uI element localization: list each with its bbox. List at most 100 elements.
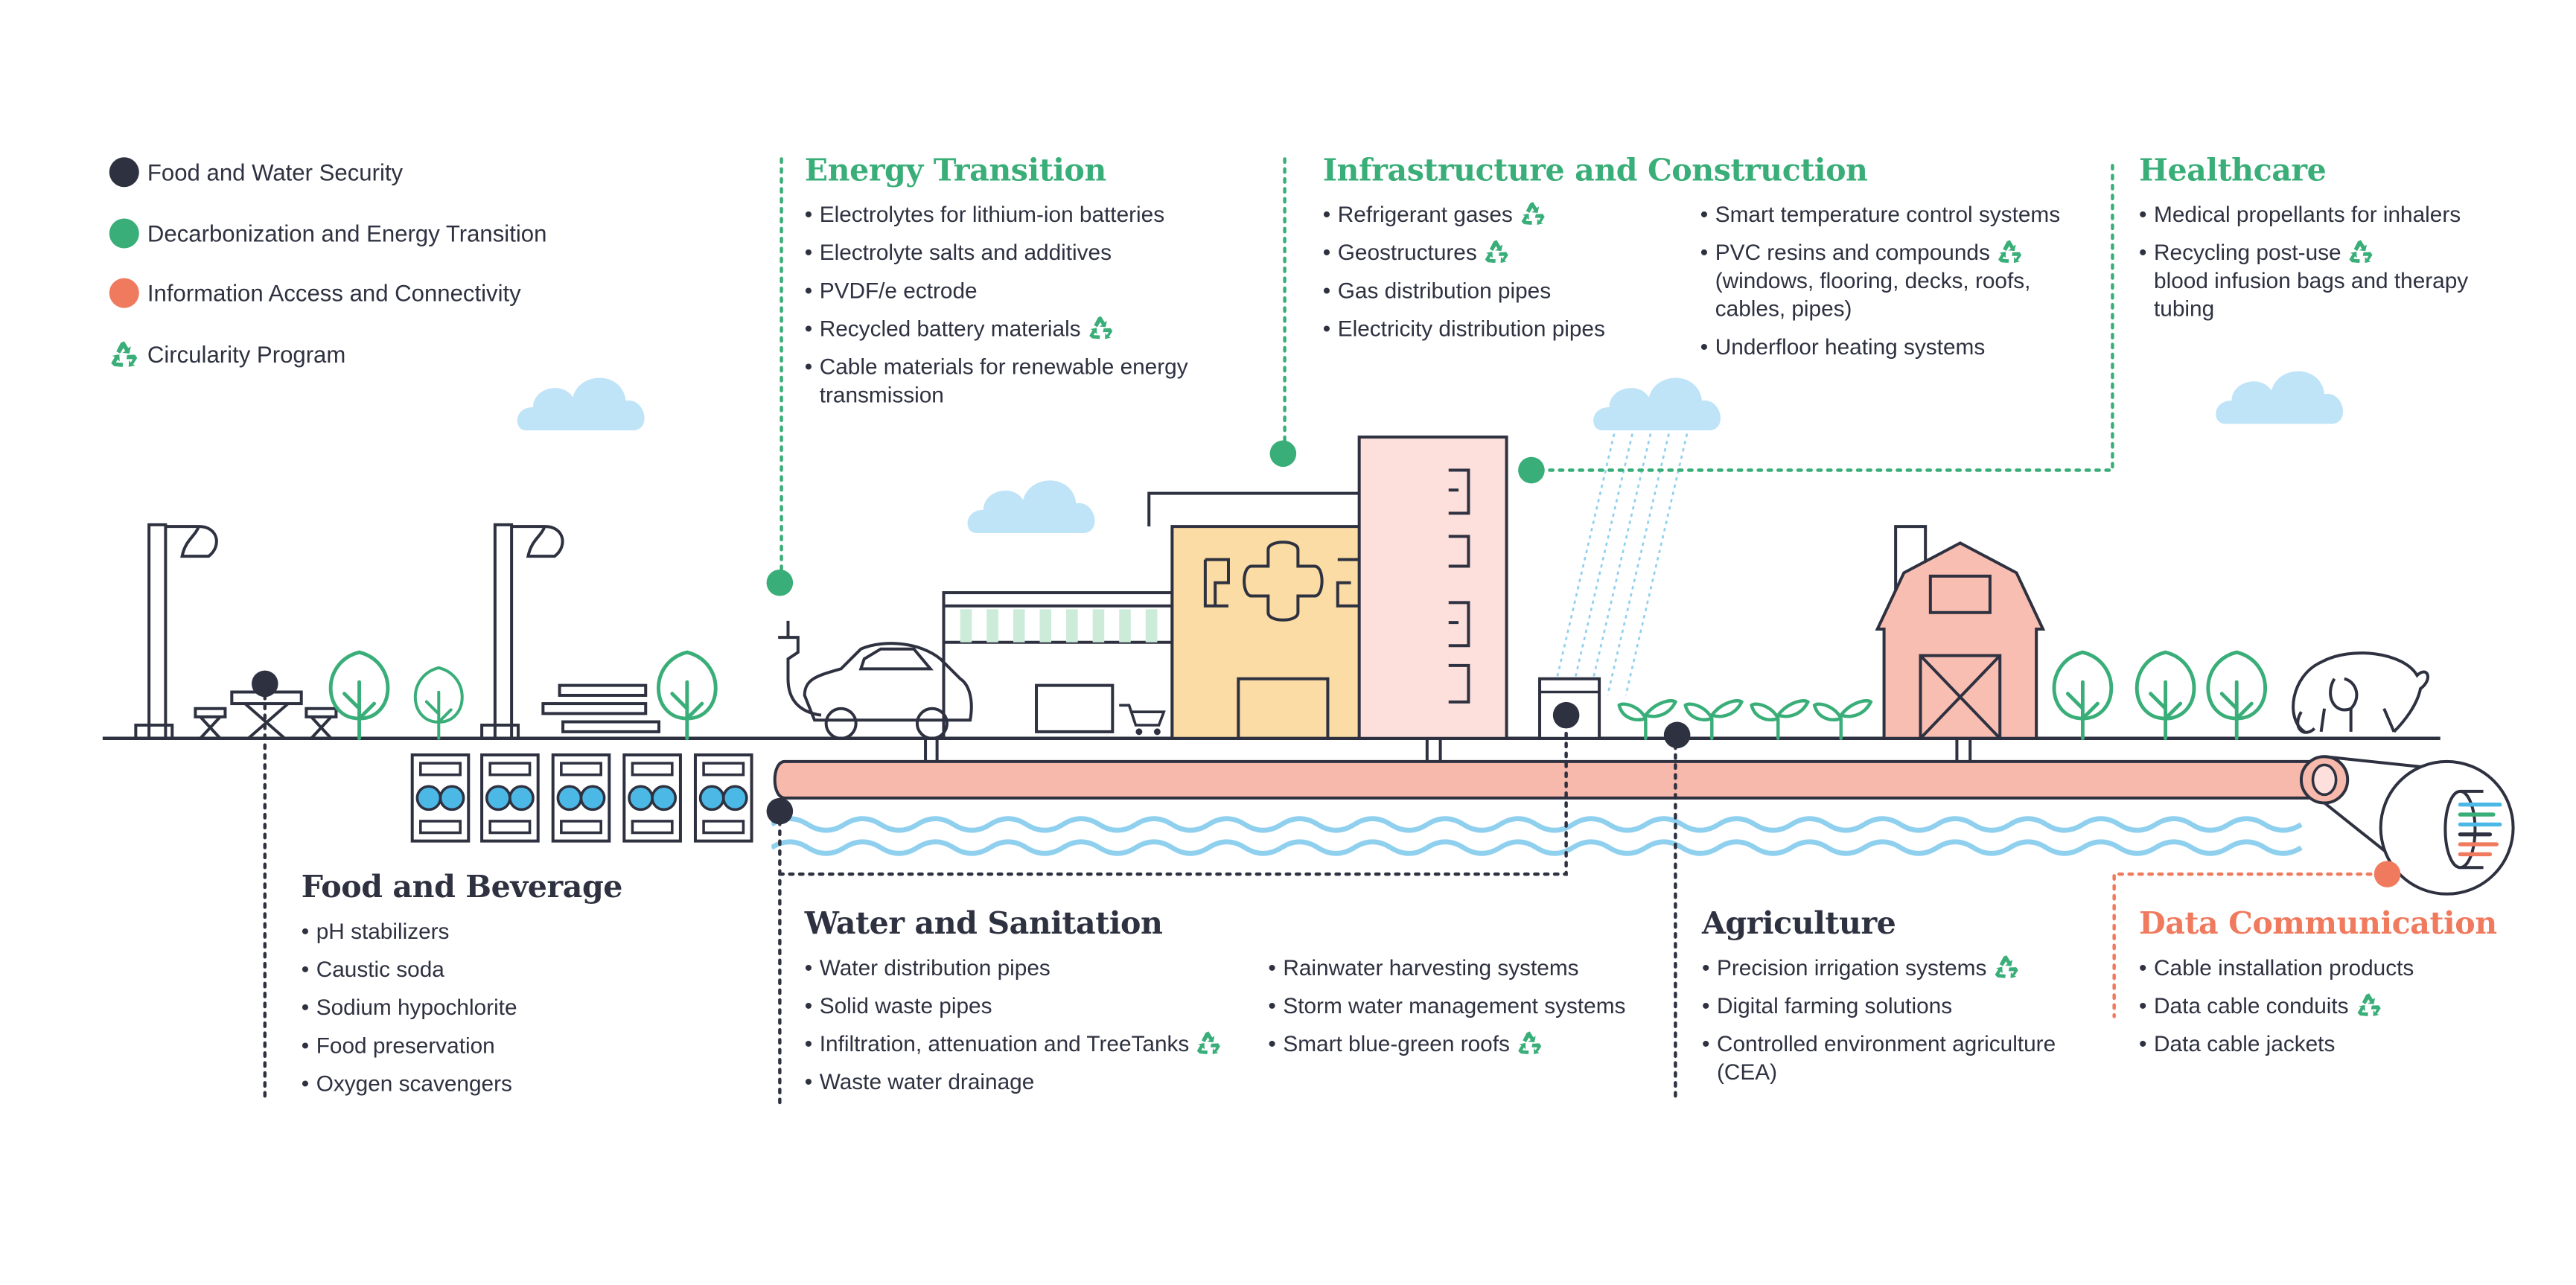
item-text: PVDF/e ectrode	[819, 278, 978, 303]
list-item: Data cable jackets	[2139, 1030, 2519, 1058]
item-text: Medical propellants for inhalers	[2154, 202, 2461, 227]
cloud	[2216, 371, 2344, 424]
water-tank-icon	[624, 755, 680, 841]
item-text: Food preservation	[316, 1033, 495, 1058]
legend-label: Circularity Program	[147, 339, 346, 367]
list-item: Water distribution pipes	[805, 954, 1269, 982]
sprout-icon	[1686, 701, 1742, 739]
list-item: Oxygen scavengers	[302, 1070, 732, 1098]
item-detail: (windows, flooring, decks, roofs, cables…	[1715, 268, 2031, 322]
list-item: Cable installation products	[2139, 954, 2519, 982]
item-text: Electricity distribution pipes	[1337, 316, 1605, 342]
legend-label: Food and Water Security	[147, 159, 404, 186]
legend: Food and Water Security Decarbonization …	[109, 157, 547, 399]
water-tank-icon	[695, 755, 752, 841]
tree-icon	[2054, 652, 2111, 739]
rain-lines	[1552, 433, 1689, 696]
water-sanitation-section: Water and SanitationWater distribution p…	[805, 908, 1665, 1106]
legend-label: Decarbonization and Energy Transition	[147, 219, 547, 246]
item-list: Precision irrigation systemsDigital farm…	[1702, 954, 2066, 1086]
street-lamp-icon	[134, 523, 218, 740]
item-list: Rainwater harvesting systemsStorm water …	[1268, 954, 1665, 1106]
recycle-icon	[2349, 240, 2373, 264]
medical-cross-icon	[1243, 541, 1324, 622]
section-title: Healthcare	[2139, 153, 2327, 189]
recycle-icon	[1995, 955, 2018, 978]
list-item: Digital farming solutions	[1702, 992, 2066, 1020]
list-item: Food preservation	[302, 1031, 732, 1059]
list-item: Waste water drainage	[805, 1068, 1269, 1096]
cloud	[967, 480, 1095, 534]
list-item: Smart blue-green roofs	[1268, 1030, 1665, 1058]
item-text: Caustic soda	[316, 957, 444, 982]
item-list: Refrigerant gasesGeostructuresGas distri…	[1323, 200, 1700, 371]
item-text: Refrigerant gases	[1337, 202, 1513, 227]
item-text: Cable materials for renewable energy tra…	[819, 354, 1188, 408]
water-waves	[771, 819, 2301, 854]
item-text: Digital farming solutions	[1716, 993, 1953, 1018]
item-text: Rainwater harvesting systems	[1283, 955, 1579, 981]
tree-icon	[415, 668, 462, 739]
list-item: Medical propellants for inhalers	[2139, 200, 2519, 229]
tree-icon	[331, 652, 388, 739]
recycle-icon	[1998, 240, 2022, 264]
list-item: Refrigerant gases	[1323, 200, 1700, 229]
section-title: Infrastructure and Construction	[1322, 153, 1868, 189]
navy-dot-icon	[109, 157, 139, 188]
infrastructure-section: Infrastructure and ConstructionRefrigera…	[1323, 154, 2101, 371]
item-columns: Refrigerant gasesGeostructuresGas distri…	[1323, 200, 2101, 371]
list-item: Geostructures	[1323, 238, 1700, 267]
section-title: Data Communication	[2139, 907, 2497, 943]
item-text: Data cable conduits	[2154, 993, 2349, 1018]
item-text: Smart temperature control systems	[1715, 202, 2061, 227]
legend-item-food-water: Food and Water Security	[109, 157, 547, 188]
legend-item-decarbonization: Decarbonization and Energy Transition	[109, 217, 547, 248]
item-text: Water distribution pipes	[819, 955, 1051, 981]
section-title: Food and Beverage	[301, 870, 623, 906]
pipeline	[773, 738, 2350, 805]
list-item: Electricity distribution pipes	[1323, 315, 1700, 343]
item-text: Geostructures	[1337, 240, 1477, 265]
list-item: Electrolyte salts and additives	[805, 238, 1269, 267]
item-list: Water distribution pipesSolid waste pipe…	[805, 954, 1269, 1106]
recycle-icon	[1197, 1031, 1221, 1055]
list-item: Recycled battery materials	[805, 315, 1269, 342]
water-tank-icon	[482, 755, 538, 841]
water-tank-icon	[553, 755, 610, 841]
food-beverage-section: Food and Beverage pH stabilizersCaustic s…	[302, 871, 732, 1108]
list-item: PVC resins and compounds (windows, floori…	[1700, 238, 2101, 322]
item-text: PVC resins and compounds	[1715, 240, 1990, 265]
list-item: Gas distribution pipes	[1323, 276, 1700, 304]
item-text: Recycling post-use	[2154, 240, 2341, 265]
tree-icon	[658, 652, 715, 739]
connector-lines	[263, 157, 2382, 1105]
data-communication-section: Data CommunicationCable installation pro…	[2139, 908, 2519, 1068]
item-text: pH stabilizers	[316, 919, 450, 944]
bench-icon	[541, 683, 661, 733]
item-text: Gas distribution pipes	[1337, 278, 1552, 303]
list-item: Storm water management systems	[1268, 992, 1665, 1020]
list-item: Cable materials for renewable energy tra…	[805, 353, 1269, 409]
recycle-icon	[1088, 316, 1112, 339]
green-dot-icon	[109, 217, 139, 248]
list-item: Sodium hypochlorite	[302, 993, 732, 1021]
item-text: Oxygen scavengers	[316, 1071, 512, 1097]
connector-dots	[252, 440, 2401, 887]
item-text: Storm water management systems	[1283, 993, 1626, 1018]
energy-transition-section: Energy TransitionElectrolytes for lithiu…	[805, 154, 1269, 419]
list-item: pH stabilizers	[302, 917, 732, 946]
item-text: Electrolyte salts and additives	[819, 240, 1112, 265]
healthcare-section: HealthcareMedical propellants for inhale…	[2139, 154, 2519, 333]
agriculture-section: AgriculturePrecision irrigation systemsD…	[1702, 908, 2066, 1097]
item-text: Precision irrigation systems	[1716, 955, 1987, 981]
list-item: Data cable conduits	[2139, 992, 2519, 1020]
item-text: Solid waste pipes	[819, 993, 992, 1018]
sprout-icon	[1752, 701, 1808, 739]
item-text: Waste water drainage	[819, 1069, 1035, 1094]
list-item: Electrolytes for lithium-ion batteries	[805, 200, 1269, 229]
list-item: Solid waste pipes	[805, 992, 1269, 1020]
item-columns: Water distribution pipesSolid waste pipe…	[805, 954, 1665, 1106]
item-list: Smart temperature control systemsPVC res…	[1700, 200, 2101, 371]
